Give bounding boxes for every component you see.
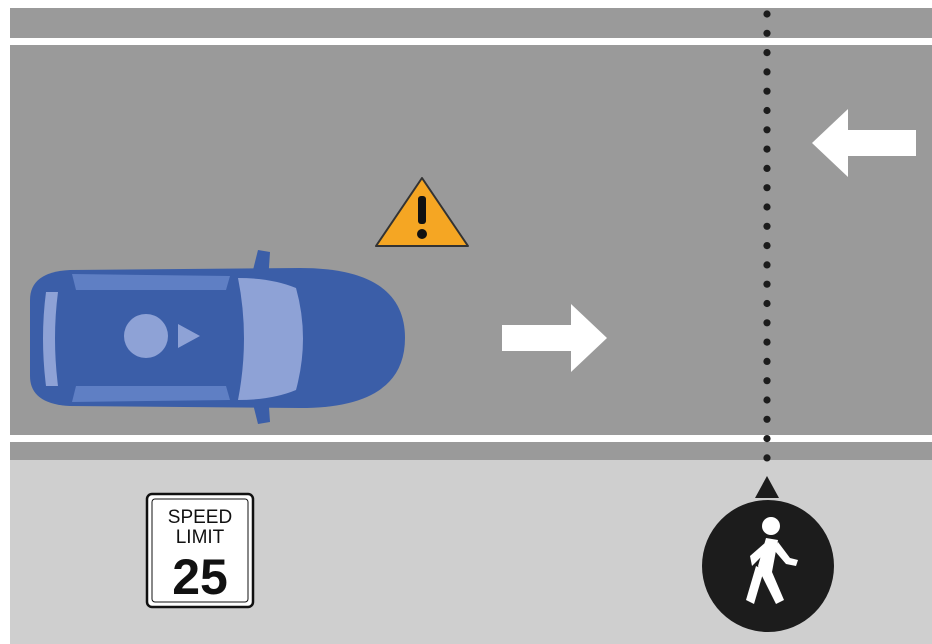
pedestrian-crossing-line <box>763 10 771 462</box>
arrow-right-icon <box>502 304 607 372</box>
crossing-dot <box>763 106 771 115</box>
crossing-dot <box>763 49 771 57</box>
crossing-dot <box>763 280 771 288</box>
crossing-dot <box>763 435 771 443</box>
crossing-dot <box>763 261 771 269</box>
crossing-dot <box>763 338 771 346</box>
crossing-dot <box>763 357 771 365</box>
crossing-dot <box>763 145 771 153</box>
lane-line-bottom <box>10 435 932 442</box>
crossing-dot <box>763 222 771 230</box>
crossing-dot <box>763 454 771 462</box>
crossing-dot <box>763 396 771 404</box>
warning-triangle-icon <box>375 177 469 247</box>
lane-line-top <box>10 38 932 45</box>
crossing-marker-icon <box>755 476 779 498</box>
crossing-dot <box>763 126 771 134</box>
far-lane-strip <box>10 8 932 40</box>
arrow-left-icon <box>812 109 916 177</box>
crossing-dot <box>763 203 771 211</box>
crossing-dot <box>763 184 771 192</box>
crossing-dot <box>763 242 771 250</box>
speed-sign-value: 25 <box>172 549 228 605</box>
crossing-dot <box>763 299 771 308</box>
crossing-dot <box>763 415 771 423</box>
crossing-dot <box>763 68 771 76</box>
speed-sign-line1: SPEED <box>168 507 232 528</box>
speed-limit-sign: SPEED LIMIT 25 <box>145 492 255 609</box>
crossing-dot <box>763 87 771 95</box>
crossing-dot <box>763 319 771 327</box>
crossing-dot <box>763 29 771 37</box>
top-margin <box>0 0 932 8</box>
crossing-dot <box>763 10 771 18</box>
pedestrian-walking-icon <box>702 500 834 632</box>
crossing-dot <box>763 377 771 385</box>
speed-sign-line2: LIMIT <box>176 527 225 548</box>
curb-strip <box>10 442 932 460</box>
crossing-dot <box>763 164 771 172</box>
car-top-view-icon <box>30 250 405 424</box>
